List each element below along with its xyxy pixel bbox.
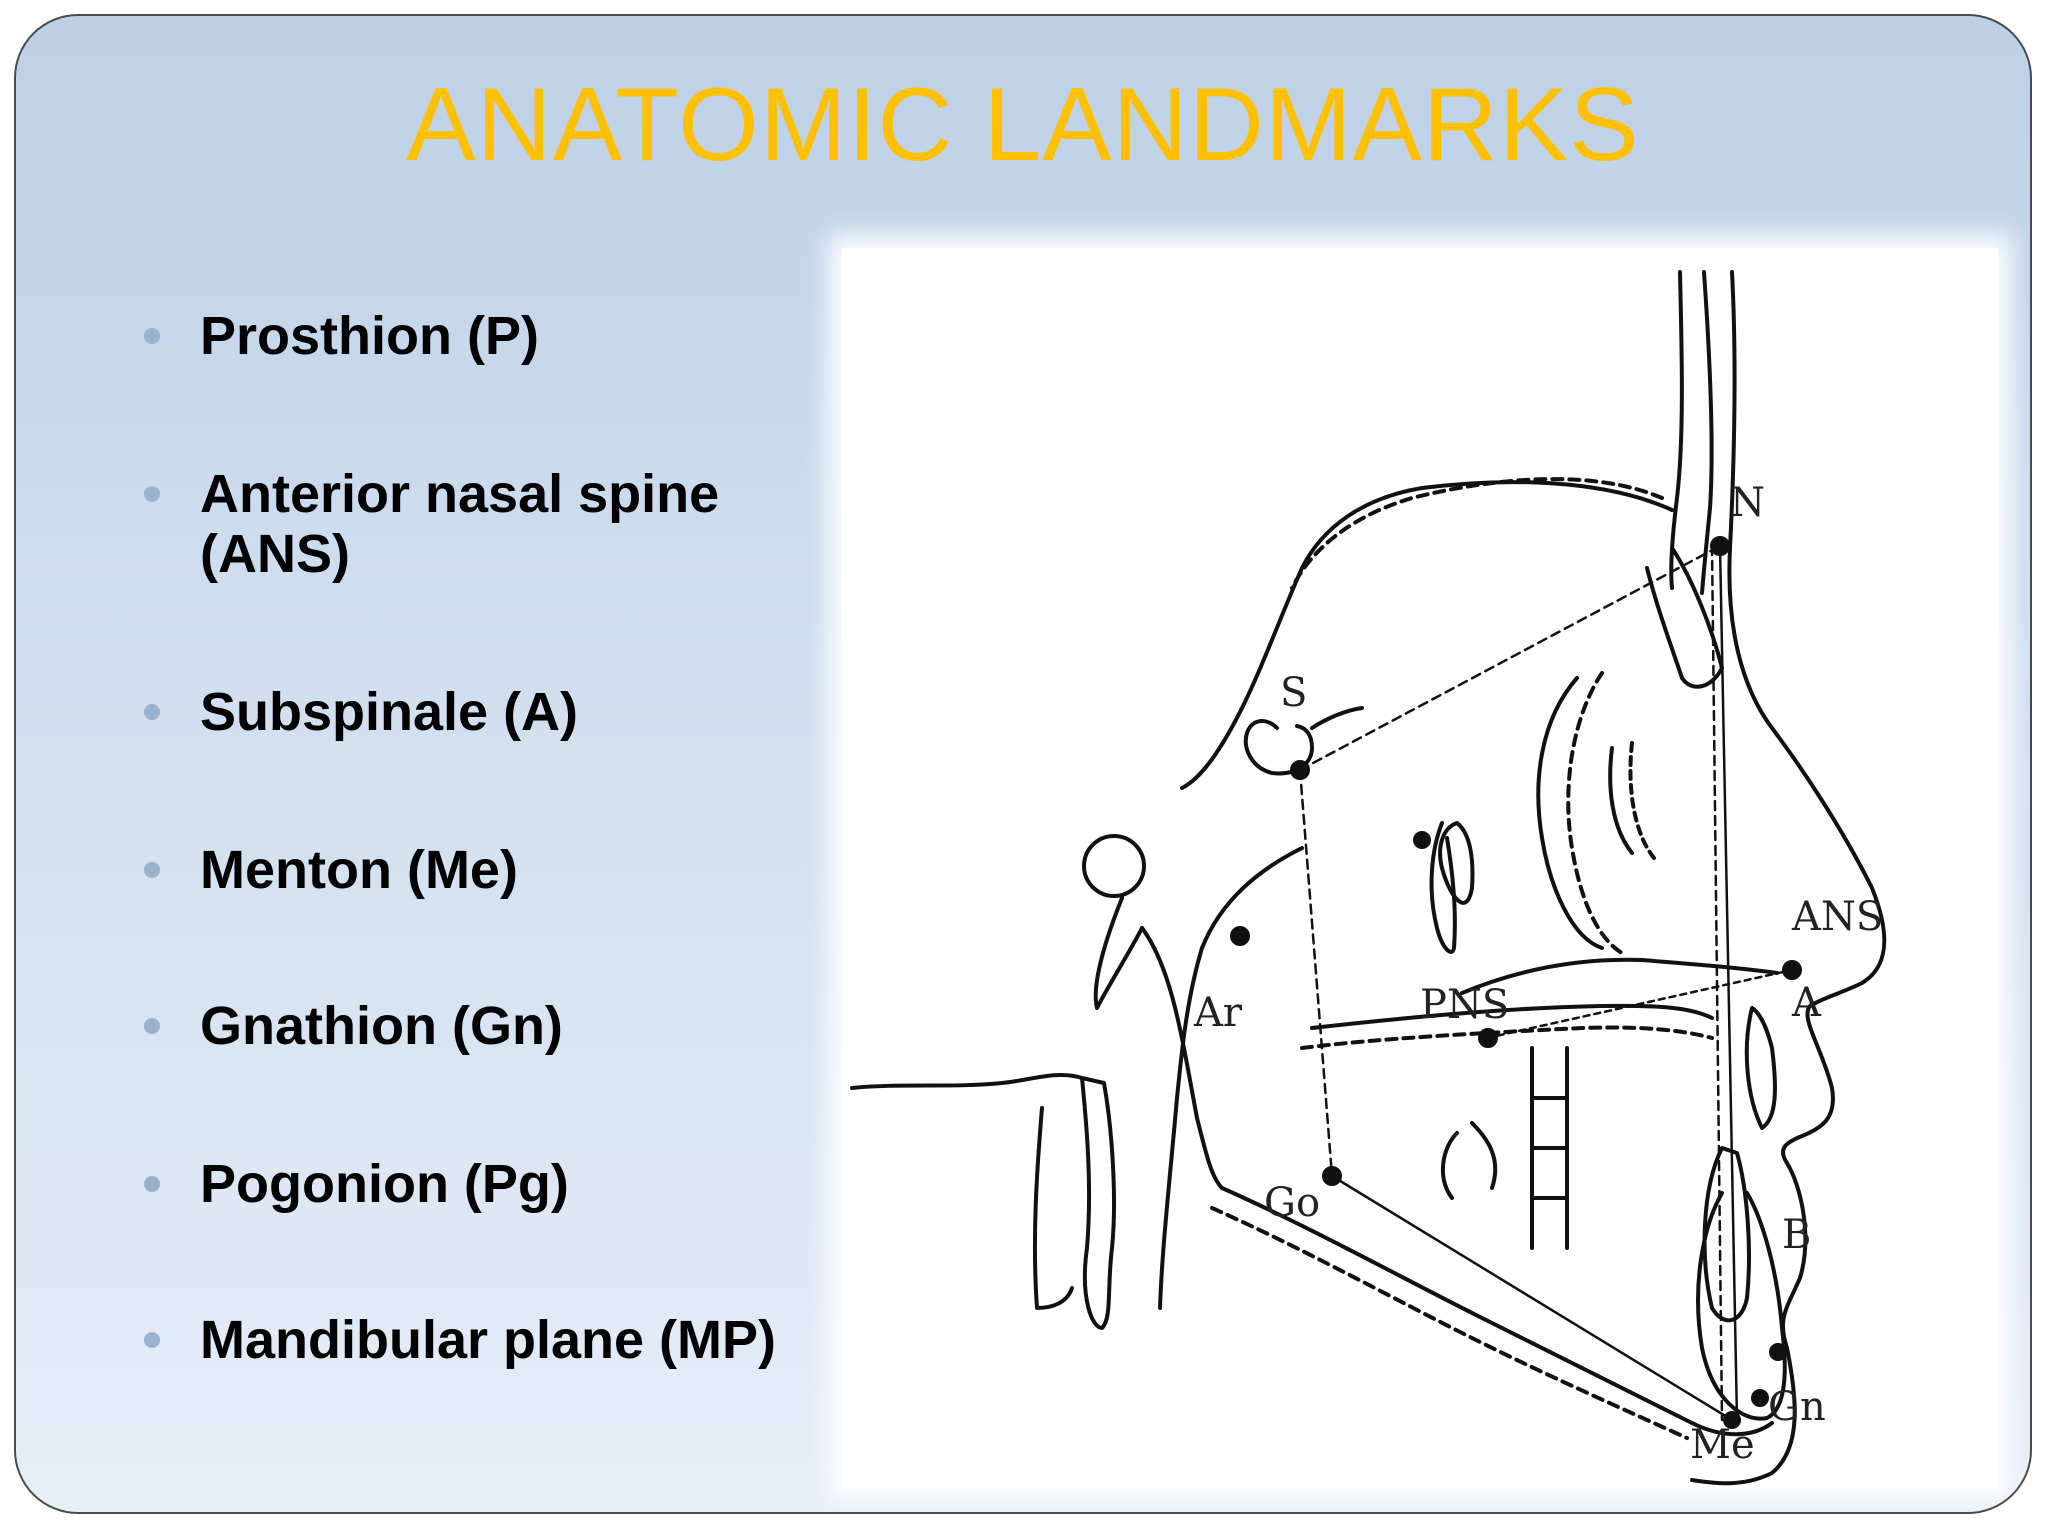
maxilla-contour-dashed [1566,671,1624,955]
nasal-bone-inner [1700,270,1714,595]
pterygomaxillary-fissure [1429,821,1457,954]
palate-upper [1460,957,1779,995]
landmark-go-dot [1322,1166,1342,1186]
upper-incisor [1744,1006,1777,1130]
bullet-dot-icon [144,1018,160,1034]
list-item-text: Subspinale (A) [200,682,579,742]
landmark-ans-dot [1782,960,1802,980]
label-go: Go [1264,1180,1320,1226]
cranial-base-dashed [1290,477,1664,590]
cephalometric-tracing-svg: N S Ar PNS ANS A Go B Gn Me [850,270,1887,1486]
label-pns: PNS [1420,982,1509,1028]
cervical-vertebra-2 [1032,1106,1074,1310]
ramus-line [1140,926,1224,1190]
ramus-posterior [1093,896,1144,1010]
cephalometric-diagram: N S Ar PNS ANS A Go B Gn Me [842,248,1998,1488]
landmark-pg-dot [1769,1343,1787,1361]
slide: ANATOMIC LANDMARKS Prosthion (P) Anterio… [14,14,2032,1514]
molar-crown [1440,1121,1498,1200]
palatal-plane [1310,1003,1714,1030]
orbit-outline [1645,546,1724,689]
symphysis [1696,1191,1787,1421]
bullet-dot-icon [144,704,160,720]
bullet-dot-icon [144,862,160,878]
zygoma [1608,746,1634,855]
landmark-point-dot [1413,831,1431,849]
mandible-border [1220,1186,1774,1437]
nasal-bone [1669,270,1684,590]
slide-title: ANATOMIC LANDMARKS [406,67,1640,183]
bullet-dot-icon [144,486,160,502]
condyle-circle [1082,834,1146,898]
list-item-text: Mandibular plane (MP) [200,1310,777,1370]
list-item-text: Gnathion (Gn) [200,996,563,1056]
maxilla-contour [1536,676,1604,950]
sella-gonion-line [1298,768,1334,1178]
landmark-me-dot [1723,1411,1741,1429]
label-b: B [1782,1212,1811,1258]
palatal-plane-dashed [1300,1025,1714,1050]
list-item-text: Menton (Me) [200,840,518,900]
landmark-n-dot [1710,536,1730,556]
list-item-text: Anterior nasal spine (ANS) [200,464,720,584]
list-item-text: Prosthion (P) [200,306,539,366]
label-gn: Gn [1768,1384,1826,1430]
ramus-anterior [1158,846,1304,1310]
sella-turcica [1243,719,1314,776]
cranial-base [1180,480,1674,790]
label-ar: Ar [1193,990,1243,1036]
cervical-vertebra [1080,1076,1116,1330]
landmark-ar-dot [1230,926,1250,946]
bullet-dot-icon [144,328,160,344]
mandibular-plane-line [1330,1174,1734,1422]
zygoma-dashed [1628,741,1656,860]
landmark-s-dot [1290,760,1310,780]
pterygoid-teardrop [1438,821,1475,905]
bullet-dot-icon [144,1332,160,1348]
landmark-gn-dot [1751,1389,1769,1407]
mandible-border-dashed [1210,1206,1689,1440]
lower-incisor [1702,1146,1751,1323]
palatal-reference-line [1485,968,1794,1040]
label-ans: ANS [1791,894,1883,940]
soft-tissue-profile [1690,270,1887,1486]
list-item-text: Pogonion (Pg) [200,1154,569,1214]
anterior-clinoid [1310,706,1364,730]
nasion-menton-line-2 [1710,544,1724,1422]
label-s: S [1280,670,1307,716]
label-me: Me [1690,1422,1755,1468]
pharyngeal-wall [850,1072,1084,1090]
molar-teeth [1530,1046,1569,1250]
landmark-pns-dot [1478,1028,1498,1048]
bullet-dot-icon [144,1176,160,1192]
label-n: N [1730,480,1765,526]
label-a: A [1791,980,1822,1026]
sella-nasion-line [1298,544,1722,772]
